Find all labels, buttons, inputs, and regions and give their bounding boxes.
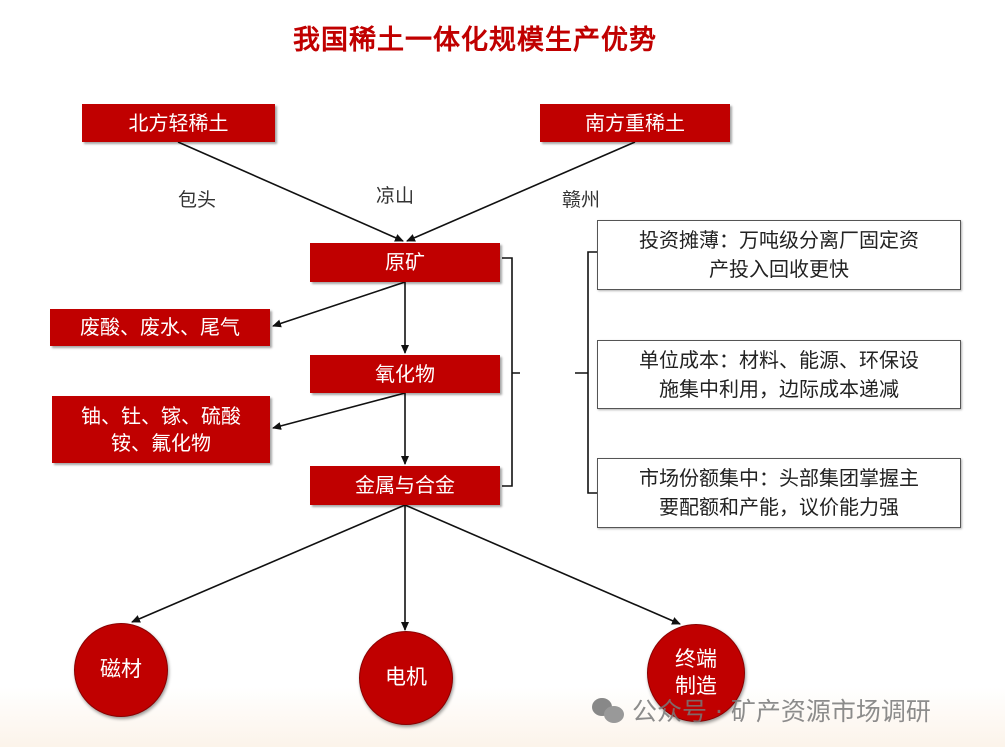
metal-alloy-box: 金属与合金 <box>310 466 500 505</box>
byproducts-line2: 铵、氟化物 <box>111 430 211 455</box>
wechat-icon <box>592 696 626 724</box>
byproducts-box: 铀、钍、镓、硫酸 铵、氟化物 <box>52 396 270 463</box>
background-stain <box>0 687 1005 747</box>
advantage-text: 投资摊薄：万吨级分离厂固定资 <box>639 228 919 252</box>
terminal-manufacturing-circle: 终端 制造 <box>647 624 745 722</box>
advantage-text: 单位成本：材料、能源、环保设 <box>639 347 919 372</box>
arrow-metal-to-magnet <box>131 504 406 623</box>
advantage-box-market-share: 市场份额集中：头部集团掌握主 要配额和产能，议价能力强 <box>597 458 961 528</box>
label-liangshan: 凉山 <box>376 185 415 207</box>
terminal-line1: 终端 <box>675 646 717 671</box>
label-ganzhou: 赣州 <box>562 189 601 211</box>
watermark-text: 公众号 · 矿产资源市场调研 <box>632 697 931 726</box>
process-bracket <box>502 257 520 487</box>
arrow-ore-to-waste <box>272 281 406 328</box>
terminal-line2: 制造 <box>675 674 717 698</box>
byproducts-line1: 铀、钍、镓、硫酸 <box>81 403 241 428</box>
advantage-bracket <box>575 251 597 494</box>
waste-box: 废酸、废水、尾气 <box>50 309 270 346</box>
arrow-south-to-ore <box>406 141 636 242</box>
advantage-box-investment: 投资摊薄：万吨级分离厂固定资 产投入回收更快 <box>597 220 961 290</box>
page-title: 我国稀土一体化规模生产优势 <box>293 25 657 56</box>
label-baotou: 包头 <box>178 189 217 211</box>
advantage-text: 市场份额集中：头部集团掌握主 <box>639 466 919 490</box>
advantage-text: 产投入回收更快 <box>709 257 849 281</box>
ore-box: 原矿 <box>310 243 500 282</box>
arrow-oxide-to-byproducts <box>272 392 406 430</box>
advantage-text: 要配额和产能，议价能力强 <box>659 495 899 519</box>
watermark: 公众号 · 矿产资源市场调研 <box>592 692 931 728</box>
magnet-circle: 磁材 <box>74 623 168 717</box>
north-light-rare-earth-box: 北方轻稀土 <box>82 104 275 142</box>
arrow-north-to-ore <box>177 141 404 242</box>
south-heavy-rare-earth-box: 南方重稀土 <box>540 104 730 142</box>
motor-circle: 电机 <box>359 631 453 725</box>
advantage-text: 施集中利用，边际成本递减 <box>659 376 899 401</box>
oxide-box: 氧化物 <box>310 355 500 393</box>
arrow-metal-to-terminal <box>404 504 681 625</box>
advantage-box-unit-cost: 单位成本：材料、能源、环保设 施集中利用，边际成本递减 <box>597 340 961 409</box>
